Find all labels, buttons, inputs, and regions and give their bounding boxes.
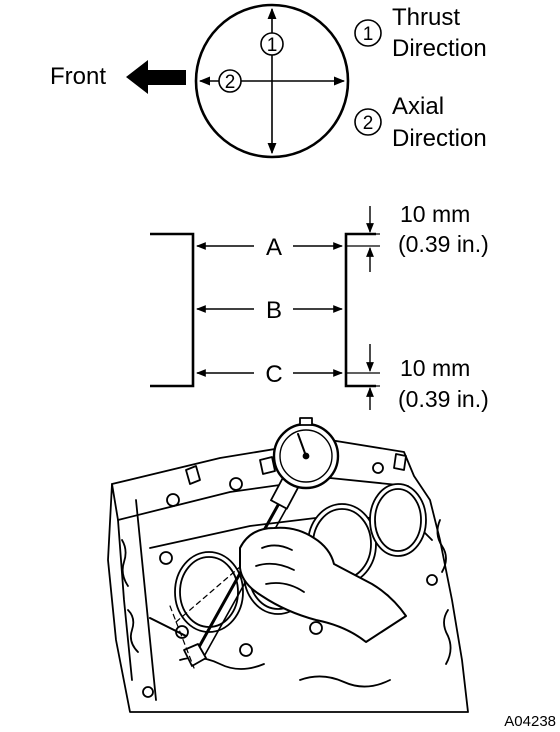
left-bore-wall <box>150 232 195 388</box>
bore-side-view: A B C 10 mm (0.39 in.) 10 mm (0.39 in.) <box>150 201 489 412</box>
hand-finger <box>265 582 305 593</box>
front-arrow-icon <box>126 60 186 94</box>
dial-crown <box>299 417 313 426</box>
casting-rib <box>443 609 452 665</box>
hand-finger <box>255 562 295 571</box>
hand-finger <box>261 544 293 551</box>
right-bore-wall <box>344 232 376 388</box>
dial-needle <box>297 433 307 457</box>
casting-rib <box>393 453 407 471</box>
legend-1-line1: Thrust <box>392 4 460 31</box>
legend-1-line2: Direction <box>392 35 487 62</box>
direction-legend: 1 Thrust Direction 2 Axial Direction <box>354 4 487 152</box>
casting-rib <box>259 456 276 475</box>
marker-1-label: 1 <box>267 35 278 56</box>
bore-4 <box>369 483 427 557</box>
bolt-hole <box>239 643 253 657</box>
position-b-label: B <box>266 297 282 324</box>
casting-rib <box>185 465 201 485</box>
front-indicator: Front <box>50 60 186 94</box>
legend-2-number: 2 <box>363 113 374 134</box>
bottom-offset-metric: 10 mm <box>400 355 470 381</box>
bore-top-view: 1 2 <box>194 3 350 159</box>
legend-2-line1: Axial <box>392 93 444 120</box>
front-face-inner <box>135 499 157 701</box>
bore-gauge-head <box>183 643 207 667</box>
bore-4-inner <box>374 488 422 552</box>
casting-rib <box>299 675 391 688</box>
bolt-hole <box>309 621 323 635</box>
marker-2-label: 2 <box>225 72 236 93</box>
casting-rib <box>127 609 139 653</box>
front-label: Front <box>50 63 106 90</box>
top-offset-imperial: (0.39 in.) <box>398 231 489 257</box>
position-c-label: C <box>265 361 282 388</box>
measurement-guide-line <box>175 559 249 623</box>
bottom-offset-imperial: (0.39 in.) <box>398 386 489 412</box>
engine-block-illustration <box>107 417 469 713</box>
bolt-hole <box>426 574 438 586</box>
legend-2-circle <box>354 108 382 136</box>
bolt-hole <box>166 493 180 507</box>
legend-2-line2: Direction <box>392 125 487 152</box>
top-offset-metric: 10 mm <box>400 201 470 227</box>
hand <box>239 526 407 643</box>
bolt-hole <box>229 477 243 491</box>
position-a-label: A <box>266 234 282 261</box>
measurement-guide-line <box>169 605 195 669</box>
figure-id: A04238 <box>504 713 556 730</box>
marker-2-circle <box>218 69 242 93</box>
casting-rib <box>121 539 129 587</box>
bolt-hole <box>159 551 173 565</box>
bolt-hole <box>372 462 384 474</box>
front-face <box>111 483 133 681</box>
marker-1-circle <box>260 32 284 56</box>
legend-1-number: 1 <box>363 24 374 45</box>
bolt-hole <box>142 686 154 698</box>
dial-pivot <box>302 452 310 460</box>
bore-1 <box>174 551 244 633</box>
legend-1-circle <box>354 19 382 47</box>
casting-rib <box>436 519 447 573</box>
